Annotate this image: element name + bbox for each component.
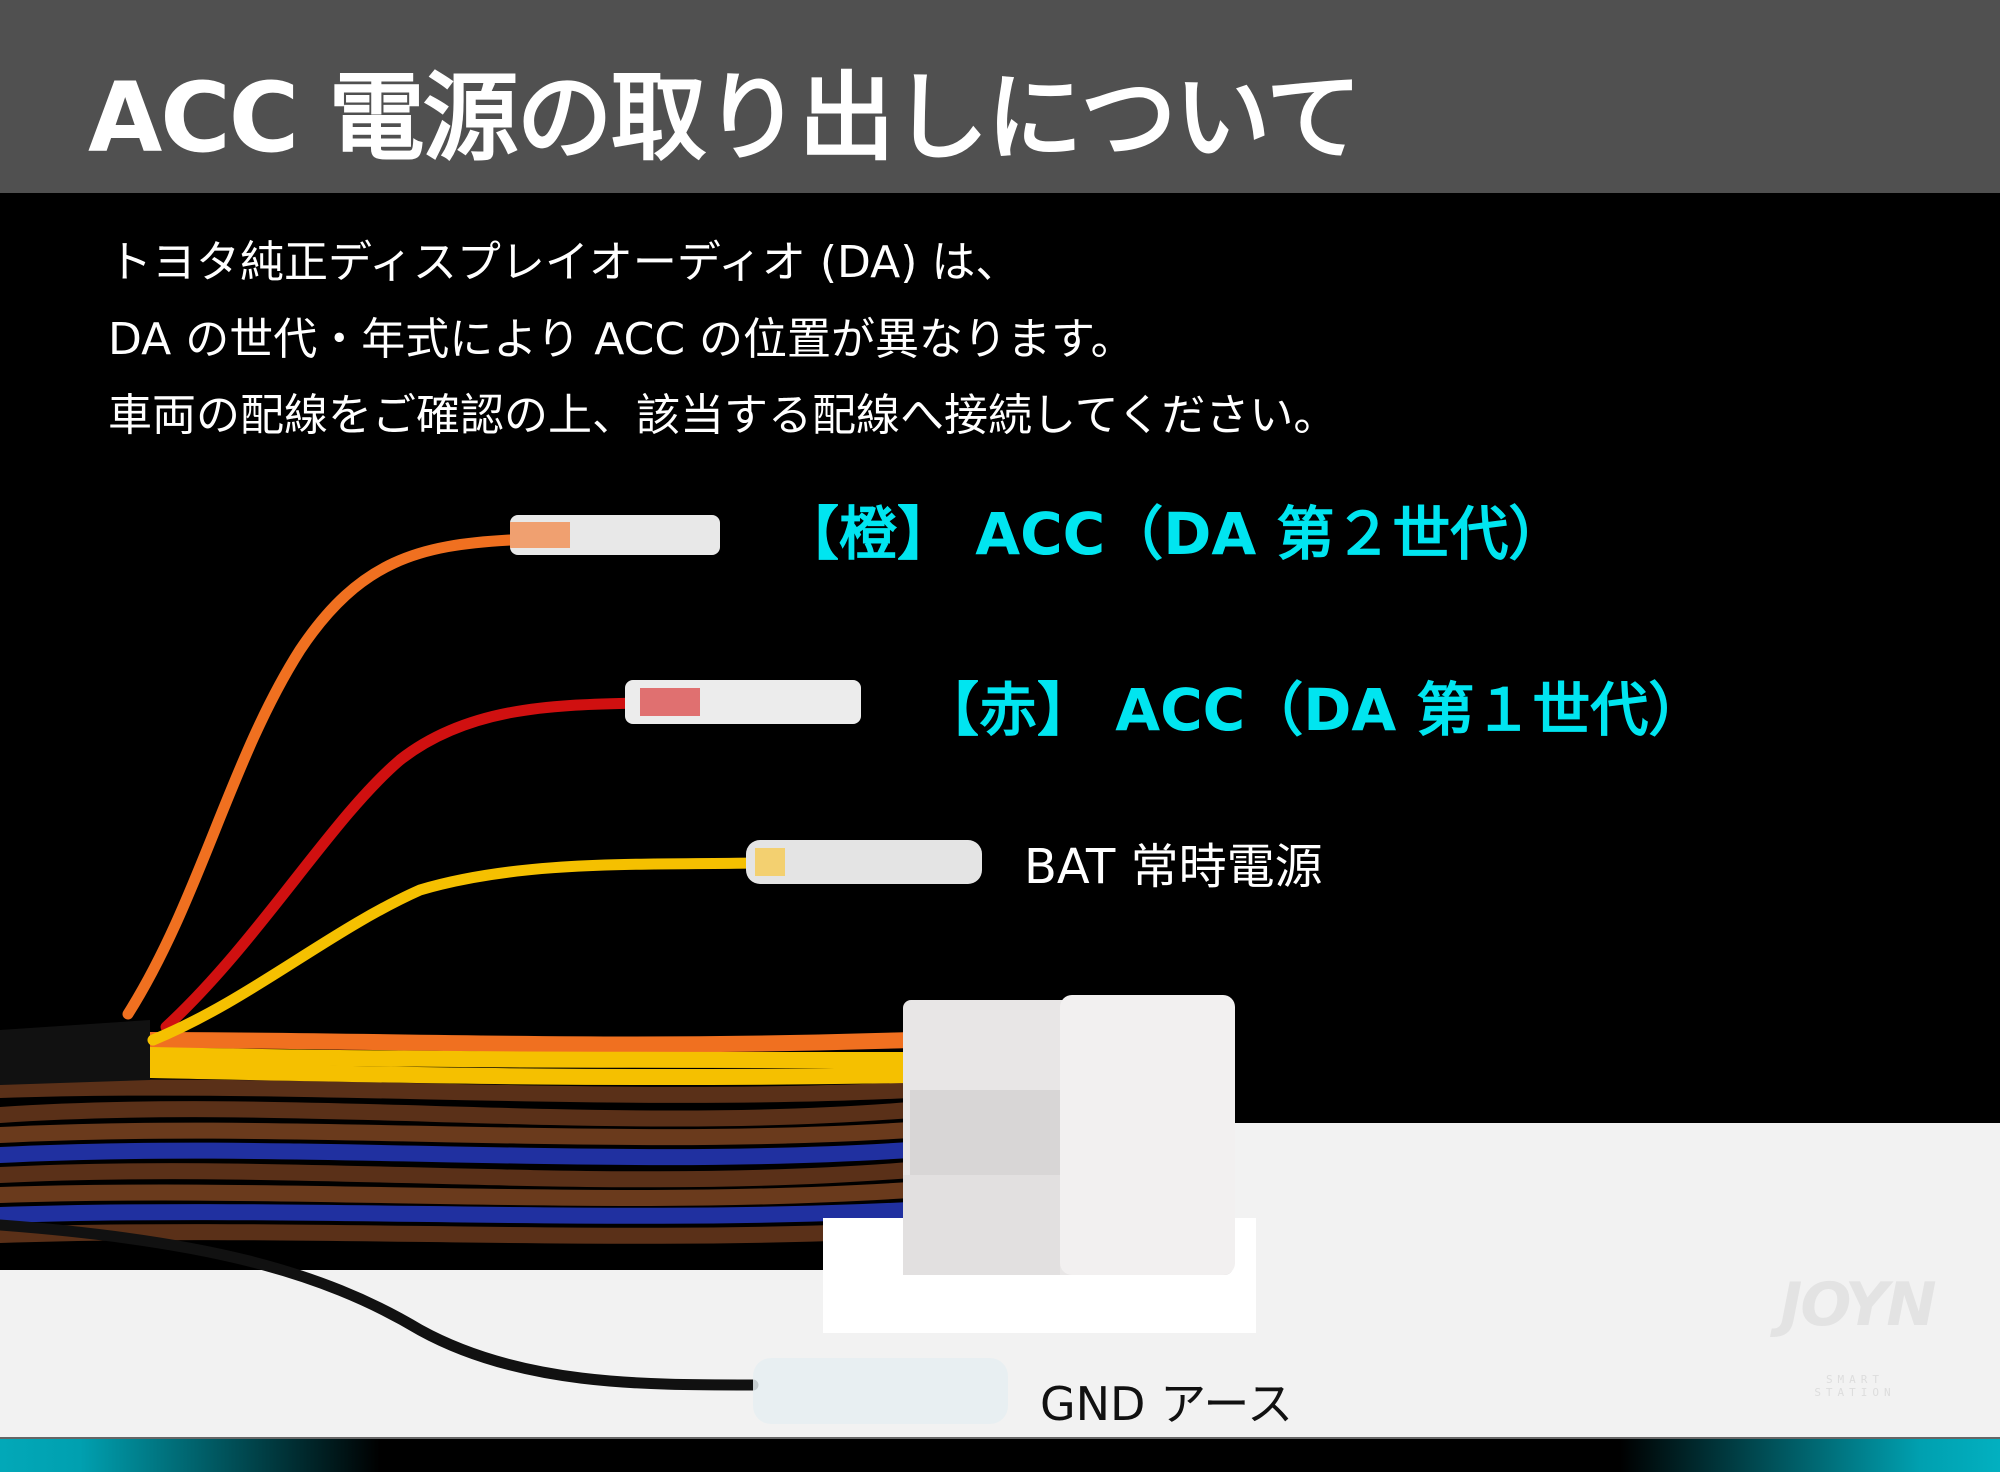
joyn-logo: JOYN SMART STATION [1780,1270,1937,1399]
white-connector [903,995,1235,1275]
red-acc-label: 【赤】 ACC（DA 第１世代） [921,676,1707,744]
header-bar: ACC 電源の取り出しについて [0,0,2000,193]
black-wire [0,1219,759,1391]
yellow-terminal [746,840,982,884]
red-wire [160,697,644,1033]
bat-label: BAT 常時電源 [1024,839,1323,895]
gnd-label: GND アース [1040,1377,1294,1431]
yellow-wire [147,857,759,1046]
gnd-terminal [753,1358,1008,1424]
footer-gradient-bar [0,1437,2000,1472]
intro-line-3: 車両の配線をご確認の上、該当する配線へ接続してください。 [108,390,1338,441]
page-title: ACC 電源の取り出しについて [88,62,1362,174]
orange-wire [122,534,516,1020]
orange-terminal [510,515,720,555]
intro-line-1: トヨタ純正ディスプレイオーディオ (DA) は、 [108,237,1020,288]
intro-line-2: DA の世代・年式により ACC の位置が異なります。 [108,314,1135,365]
red-terminal [625,680,861,724]
orange-acc-label: 【橙】 ACC（DA 第２世代） [781,500,1567,568]
